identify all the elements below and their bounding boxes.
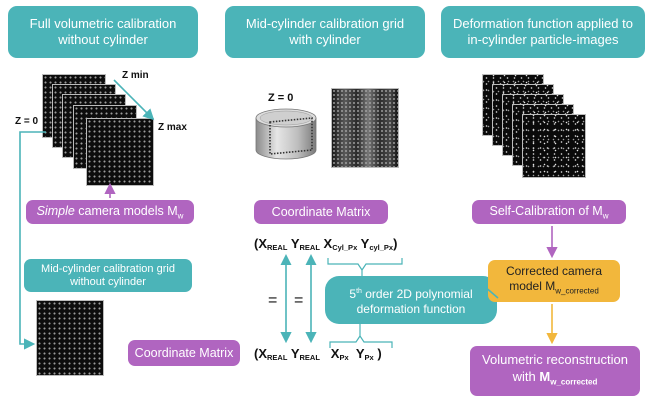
eq-bottom-x-real-sub: REAL: [267, 353, 288, 362]
eq-top-close: ): [393, 236, 398, 251]
polynomial-deformation-box: 5th order 2D polynomial deformation func…: [325, 276, 497, 324]
volumetric-line1: Volumetric reconstruction: [482, 352, 628, 368]
volumetric-reconstruction-box: Volumetric reconstruction with Mw_correc…: [470, 346, 640, 396]
z-max-label: Z max: [158, 122, 187, 133]
eq-top-x-real-sub: REAL: [267, 243, 288, 252]
coordinate-matrix-mid-box: Coordinate Matrix: [254, 200, 388, 224]
corrected-sub: w_corrected: [555, 286, 599, 296]
mid-cylinder-grid-box: Mid-cylinder calibration grid without cy…: [24, 259, 192, 292]
z-min-label: Z min: [122, 70, 149, 81]
eq-top-x-cyl-sub: Cyl_Px: [332, 243, 358, 252]
polynomial-line1-b: order 2D polynomial: [361, 286, 473, 301]
volumetric-line2-text: with: [512, 369, 540, 385]
header-full-volumetric-calibration-text: Full volumetric calibration without cyli…: [29, 16, 177, 47]
particle-image-5: [522, 114, 586, 178]
self-calibration-text: Self-Calibration of Mw: [489, 204, 608, 221]
header-mid-cylinder-grid-text: Mid-cylinder calibration grid with cylin…: [245, 16, 405, 47]
eq-bottom-y-px: Y: [355, 346, 365, 361]
coordinate-matrix-bottom-text: Coordinate Matrix: [134, 346, 234, 360]
simple-camera-models-text: Simple camera models Mw: [37, 204, 184, 221]
simple-camera-models-em: Simple: [36, 203, 75, 218]
polynomial-line1-a: 5: [349, 286, 357, 301]
eq-top-x-cyl: X: [323, 236, 333, 251]
polynomial-line1: 5th order 2D polynomial: [349, 284, 472, 302]
header-deformation-function-text: Deformation function applied to in-cylin…: [453, 16, 633, 47]
simple-camera-models-rest: camera models M: [74, 203, 178, 218]
coordinate-matrix-mid-text: Coordinate Matrix: [271, 205, 371, 219]
equals-sign-1: =: [268, 292, 278, 309]
eq-top-open: (: [254, 236, 259, 251]
volumetric-bold: M: [539, 369, 551, 385]
self-calibration-label: Self-Calibration of M: [489, 203, 603, 218]
mid-cylinder-calibration-image: [331, 88, 399, 168]
volumetric-sub: w_corrected: [550, 377, 598, 387]
mid-cylinder-grid-text: Mid-cylinder calibration grid without cy…: [41, 262, 175, 288]
mid-cylinder-grid-image: [36, 300, 104, 376]
eq-top-x-real: X: [258, 236, 268, 251]
eq-top-y-real-sub: REAL: [299, 243, 320, 252]
self-calibration-sub: w: [602, 211, 609, 221]
polynomial-line2: deformation function: [356, 301, 466, 316]
eq-bottom-open: (: [254, 346, 259, 361]
header-mid-cylinder-grid: Mid-cylinder calibration grid with cylin…: [225, 6, 425, 58]
eq-top-y-cyl-sub: cyl_Px: [369, 243, 394, 252]
eq-bottom-x-px: X: [330, 346, 340, 361]
header-full-volumetric-calibration: Full volumetric calibration without cyli…: [8, 6, 198, 58]
simple-camera-models-sub: w: [177, 211, 184, 221]
eq-bottom-y-px-sub: Px: [364, 353, 374, 362]
coordinate-matrix-bottom-box: Coordinate Matrix: [128, 340, 240, 366]
simple-camera-models-box: Simple camera models Mw: [26, 200, 194, 224]
calibration-plane-5: [86, 118, 154, 186]
eq-bottom-y-real: Y: [290, 346, 300, 361]
corrected-camera-model-box: Corrected camera model Mw_corrected: [488, 260, 620, 302]
z-zero-mid-label: Z = 0: [268, 92, 294, 104]
corrected-line1: Corrected camera: [505, 263, 603, 278]
eq-bottom-x-px-sub: Px: [339, 353, 349, 362]
eq-bottom-x-real: X: [258, 346, 268, 361]
equals-sign-2: =: [294, 292, 304, 309]
equation-bottom: (XREAL YREAL XPx YPx ): [254, 346, 382, 362]
volumetric-line2: with Mw_corrected: [513, 368, 598, 391]
top-brace: [327, 258, 403, 272]
self-calibration-box: Self-Calibration of Mw: [472, 200, 626, 224]
eq-top-y-real: Y: [290, 236, 300, 251]
corrected-line2: model Mw_corrected: [509, 279, 599, 298]
polynomial-line1-sup: th: [356, 287, 362, 295]
eq-bottom-y-real-sub: REAL: [299, 353, 320, 362]
eq-top-y-cyl: Y: [360, 236, 370, 251]
corrected-line2-text: model M: [509, 278, 556, 293]
equation-top: (XREAL YREAL XCyl_Px Ycyl_Px): [254, 236, 397, 252]
header-deformation-function: Deformation function applied to in-cylin…: [441, 6, 645, 58]
z-zero-left-label: Z = 0: [15, 116, 39, 127]
eq-bottom-close: ): [377, 346, 382, 361]
